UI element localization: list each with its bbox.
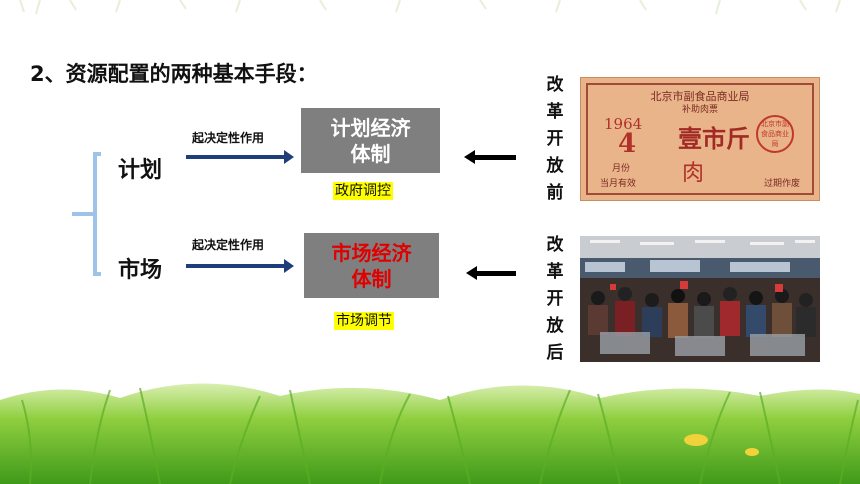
ticket-month: 月份 bbox=[612, 164, 631, 174]
plan-right-arrow-icon bbox=[186, 150, 294, 164]
before-reform-caption: 改革开放前 bbox=[546, 75, 564, 203]
market-system-line2: 体制 bbox=[351, 266, 392, 291]
bracket-bottom-tick bbox=[93, 272, 101, 276]
ticket-footer-right: 过期作废 bbox=[763, 179, 800, 189]
plan-arrow-label: 起决定性作用 bbox=[192, 131, 265, 145]
market-left-arrow-icon bbox=[466, 266, 516, 280]
ticket-footer-left: 当月有效 bbox=[600, 179, 637, 189]
plan-system-box: 计划经济 体制 bbox=[301, 108, 440, 173]
ticket-subheader: 补助肉票 bbox=[681, 105, 718, 115]
plan-system-line1: 计划经济 bbox=[330, 115, 411, 140]
ticket-header: 北京市副食品商业局 bbox=[650, 90, 750, 103]
butterfly-icon bbox=[684, 434, 708, 446]
top-grass-decoration bbox=[19, 0, 841, 15]
grass-decoration bbox=[0, 383, 860, 484]
plan-label: 计划 bbox=[118, 158, 163, 183]
market-note: 市场调节 bbox=[334, 312, 394, 330]
ticket-number: 4 bbox=[618, 129, 637, 159]
meat-ration-ticket-image: 北京市副食品商业局 补助肉票 1964 4 月份 壹市斤 肉 北京市副食品商业局… bbox=[580, 77, 820, 201]
market-system-line1: 市场经济 bbox=[331, 240, 412, 265]
supermarket-crowd-photo bbox=[580, 236, 820, 362]
ticket-amount: 壹市斤 bbox=[678, 124, 750, 153]
page-title: 2、资源配置的两种基本手段： bbox=[30, 62, 318, 86]
market-system-box: 市场经济 体制 bbox=[304, 233, 439, 298]
ticket-year: 1964 bbox=[604, 115, 643, 133]
bracket-top-tick bbox=[93, 152, 101, 156]
ticket-stamp: 北京市副食品商业局 bbox=[756, 115, 794, 153]
ticket-item: 肉 bbox=[682, 161, 705, 186]
plan-system-line2: 体制 bbox=[350, 141, 391, 166]
market-right-arrow-icon bbox=[186, 259, 294, 273]
market-arrow-label: 起决定性作用 bbox=[192, 238, 265, 252]
plan-left-arrow-icon bbox=[464, 150, 516, 164]
market-label: 市场 bbox=[118, 258, 163, 283]
plan-note: 政府调控 bbox=[333, 182, 393, 200]
after-reform-caption: 改革开放后 bbox=[546, 235, 564, 363]
bracket-horizontal bbox=[72, 212, 96, 216]
